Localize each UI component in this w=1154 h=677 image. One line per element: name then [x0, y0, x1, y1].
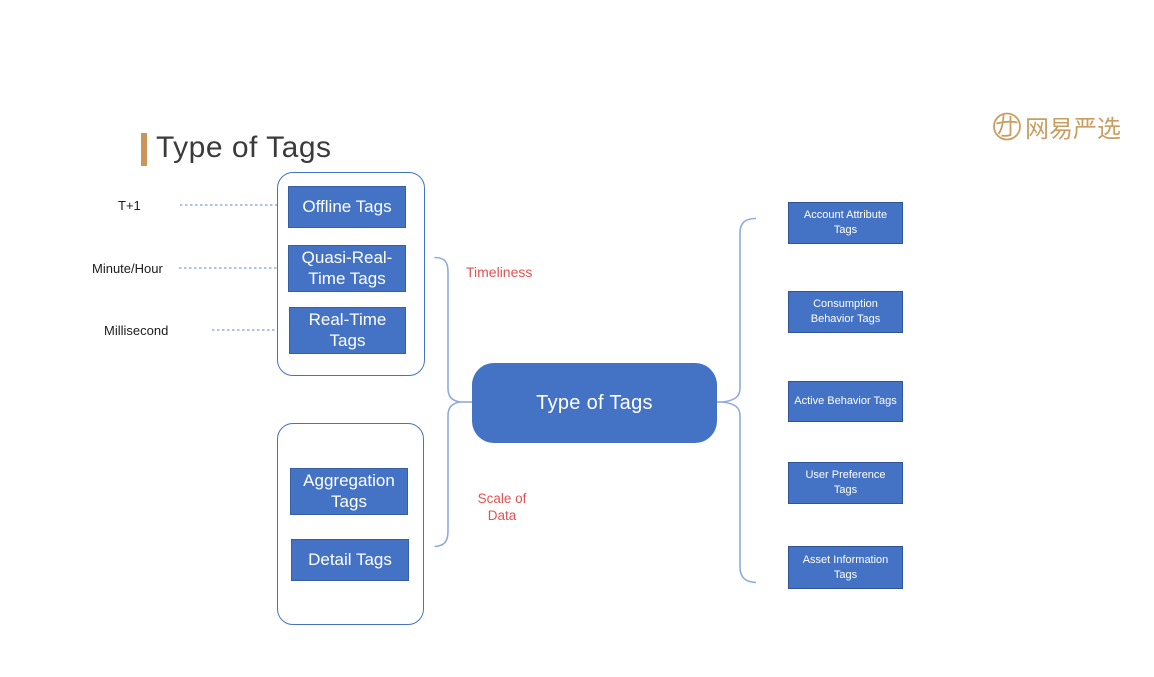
category-label-timeliness: Timeliness — [466, 264, 533, 280]
category-label-scale-of-data: Scale of Data — [477, 491, 527, 523]
page-title: Type of Tags — [156, 131, 332, 164]
node-detail-tags: Detail Tags — [291, 539, 409, 581]
node-real-time-tags: Real-Time Tags — [289, 307, 406, 354]
node-quasi-real-time-tags: Quasi-Real-Time Tags — [288, 245, 406, 292]
node-asset-information-tags: Asset Information Tags — [788, 546, 903, 589]
timeline-label-minute-hour: Minute/Hour — [92, 261, 163, 276]
left-brace — [434, 256, 461, 548]
node-account-attribute-tags: Account Attribute Tags — [788, 202, 903, 244]
brand-logo-text: 网易严选 — [1025, 116, 1121, 143]
node-user-preference-tags: User Preference Tags — [788, 462, 903, 504]
timeline-label-millisecond: Millisecond — [104, 323, 169, 338]
node-type-of-tags-center: Type of Tags — [472, 363, 717, 443]
title-accent-bar — [141, 133, 147, 166]
node-offline-tags: Offline Tags — [288, 186, 406, 228]
brand-logo: 网易严选 — [992, 109, 1121, 144]
node-active-behavior-tags: Active Behavior Tags — [788, 381, 903, 422]
node-consumption-behavior-tags: Consumption Behavior Tags — [788, 291, 903, 333]
timeline-label-t1: T+1 — [118, 198, 141, 213]
scale-group-container — [277, 423, 424, 625]
yanxuan-circle-icon — [992, 111, 1022, 142]
right-brace — [721, 217, 757, 584]
node-aggregation-tags: Aggregation Tags — [290, 468, 408, 515]
